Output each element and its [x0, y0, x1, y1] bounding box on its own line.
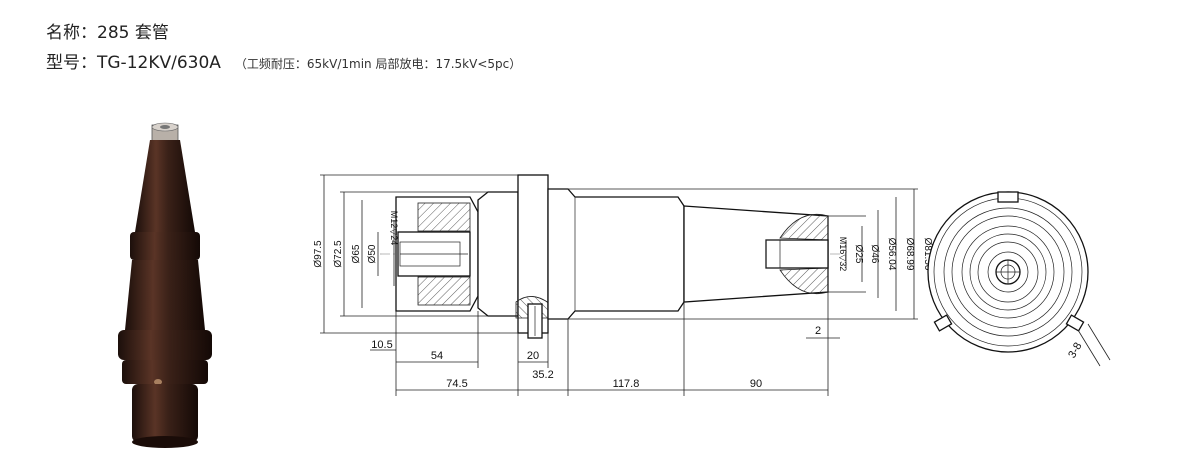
test-spec: （工频耐压：65kV/1min 局部放电：17.5kV<5pc）	[234, 57, 522, 71]
dim-length-0: 10.5	[371, 339, 392, 351]
dim-left-diameter-1: Ø72.5	[333, 240, 344, 268]
model-label: 型号：	[46, 53, 97, 73]
dim-length-4: 35.2	[532, 369, 553, 381]
dim-right-diameter-2: Ø56.04	[886, 238, 897, 271]
end-view: 3-8	[927, 191, 1111, 367]
product-model-line: 型号：TG-12KV/630A （工频耐压：65kV/1min 局部放电：17.5…	[46, 48, 521, 73]
side-section-view: Ø97.5 Ø72.5 Ø65 Ø50 M12▽24 M16▽32 Ø25 Ø4…	[313, 174, 933, 396]
dim-right-diameter-1: Ø46	[869, 245, 880, 264]
model-value: TG-12KV/630A	[97, 53, 221, 73]
dim-length-6: 90	[750, 378, 762, 390]
dim-right-diameter-3: Ø68.99	[904, 238, 915, 271]
end-view-label: 3-8	[1066, 341, 1084, 361]
product-name-line: 名称：285 套管	[46, 18, 169, 43]
dim-left-thread: M12▽24	[389, 211, 399, 245]
dim-length-7: 2	[815, 325, 821, 337]
dim-left-diameter-0: Ø97.5	[313, 240, 324, 268]
dim-right-thread: M16▽32	[838, 237, 848, 271]
dim-left-diameter-3: Ø50	[367, 244, 378, 263]
dim-length-5: 117.8	[613, 378, 640, 390]
name-label: 名称：	[46, 23, 97, 43]
dim-length-2: 20	[527, 350, 539, 362]
dim-length-3: 74.5	[446, 378, 467, 390]
dim-right-diameter-4: Ø81.50	[922, 238, 933, 271]
dim-right-diameter-0: Ø25	[853, 245, 864, 264]
dim-length-1: 54	[431, 350, 443, 362]
name-value: 285 套管	[97, 23, 169, 43]
bushing-photo	[118, 122, 212, 448]
dim-left-diameter-2: Ø65	[351, 244, 362, 263]
